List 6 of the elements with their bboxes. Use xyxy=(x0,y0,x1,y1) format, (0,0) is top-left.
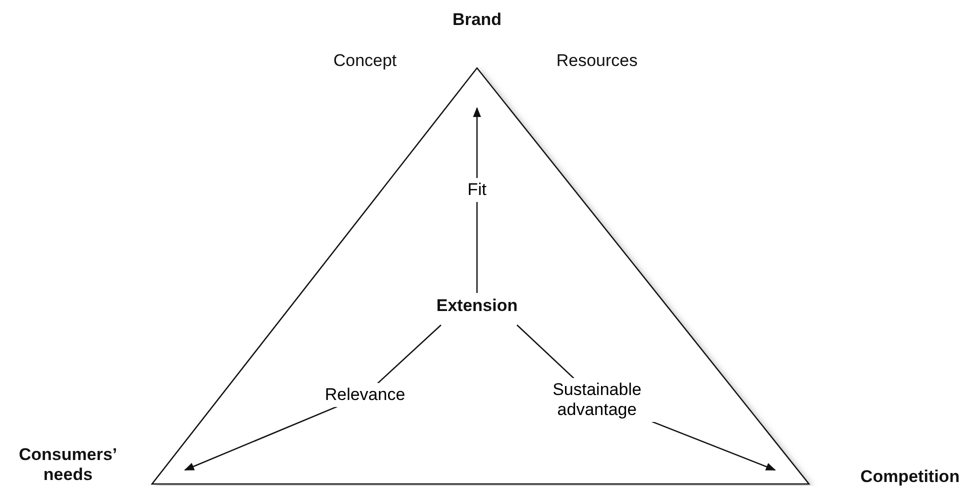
corner-label: Consumers’ needs xyxy=(3,445,133,485)
corner-label: Competition xyxy=(860,467,960,486)
side-label: Concept xyxy=(333,51,397,71)
side-label: Resources xyxy=(556,51,638,71)
corner-label: Brand xyxy=(452,10,502,30)
center-label: Extension xyxy=(436,296,518,316)
